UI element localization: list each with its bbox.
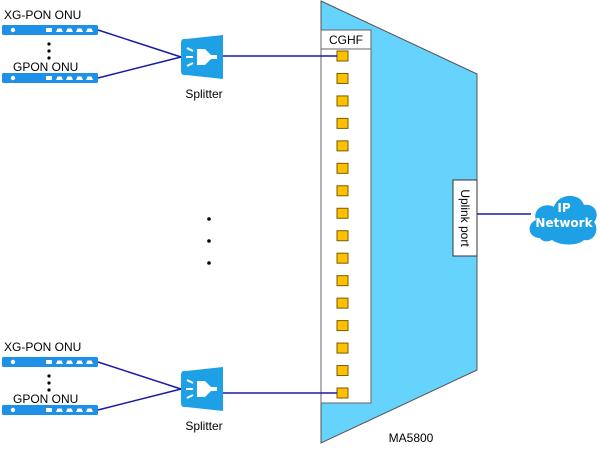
pon-port[interactable] bbox=[336, 207, 349, 219]
pon-port[interactable] bbox=[336, 387, 349, 399]
xgpon-onu-label: XG-PON ONU bbox=[4, 340, 81, 354]
pon-port[interactable] bbox=[336, 162, 349, 174]
ellipsis-dot bbox=[47, 42, 51, 46]
pon-port[interactable] bbox=[336, 230, 349, 242]
pon-port[interactable] bbox=[336, 95, 349, 107]
ellipsis-dot bbox=[207, 239, 211, 243]
xgpon-onu-label: XG-PON ONU bbox=[4, 8, 81, 22]
onu-device-icon[interactable] bbox=[2, 357, 98, 367]
ellipsis-dot bbox=[207, 261, 211, 265]
onu-link bbox=[97, 388, 182, 411]
pon-ports bbox=[336, 50, 349, 399]
cloud-label-line2: Network bbox=[535, 216, 593, 230]
pon-port[interactable] bbox=[336, 275, 349, 287]
splitter-label: Splitter bbox=[185, 87, 222, 101]
ellipsis-dot bbox=[47, 381, 51, 385]
onu-link bbox=[97, 56, 182, 79]
ellipsis-dot bbox=[207, 217, 211, 221]
pon-port[interactable] bbox=[336, 320, 349, 332]
onu-link bbox=[97, 361, 182, 390]
ellipsis-dot bbox=[47, 388, 51, 392]
onu-link bbox=[97, 29, 182, 58]
olt-name-label: MA5800 bbox=[389, 431, 434, 445]
splitter-label: Splitter bbox=[185, 419, 222, 433]
ellipsis-dot bbox=[47, 56, 51, 60]
ip-network-cloud-icon[interactable]: IP Network bbox=[529, 195, 597, 245]
cloud-label-line1: IP bbox=[557, 201, 570, 215]
pon-port[interactable] bbox=[336, 72, 349, 84]
pon-port[interactable] bbox=[336, 117, 349, 129]
pon-port[interactable] bbox=[336, 185, 349, 197]
pon-port[interactable] bbox=[336, 342, 349, 354]
onu-group: XG-PON ONU GPON ONU Splitter bbox=[2, 8, 337, 101]
pon-port[interactable] bbox=[336, 50, 349, 62]
gpon-onu-label: GPON ONU bbox=[13, 60, 78, 74]
uplink-port-box[interactable] bbox=[452, 179, 478, 257]
splitter-icon[interactable] bbox=[181, 367, 223, 411]
gpon-onu-label: GPON ONU bbox=[13, 392, 78, 406]
onu-device-icon[interactable] bbox=[2, 73, 98, 83]
pon-port[interactable] bbox=[336, 297, 349, 309]
ellipsis-dot bbox=[47, 49, 51, 53]
onu-device-icon[interactable] bbox=[2, 25, 98, 35]
pon-port[interactable] bbox=[336, 252, 349, 264]
onu-group: XG-PON ONU GPON ONU Splitter bbox=[2, 340, 337, 433]
splitter-icon[interactable] bbox=[181, 35, 223, 79]
board-label: CGHF bbox=[329, 33, 363, 47]
pon-port[interactable] bbox=[336, 365, 349, 377]
uplink-port-label: Uplink port bbox=[458, 189, 472, 247]
ellipsis-dot bbox=[47, 374, 51, 378]
onu-device-icon[interactable] bbox=[2, 405, 98, 415]
pon-port[interactable] bbox=[336, 140, 349, 152]
